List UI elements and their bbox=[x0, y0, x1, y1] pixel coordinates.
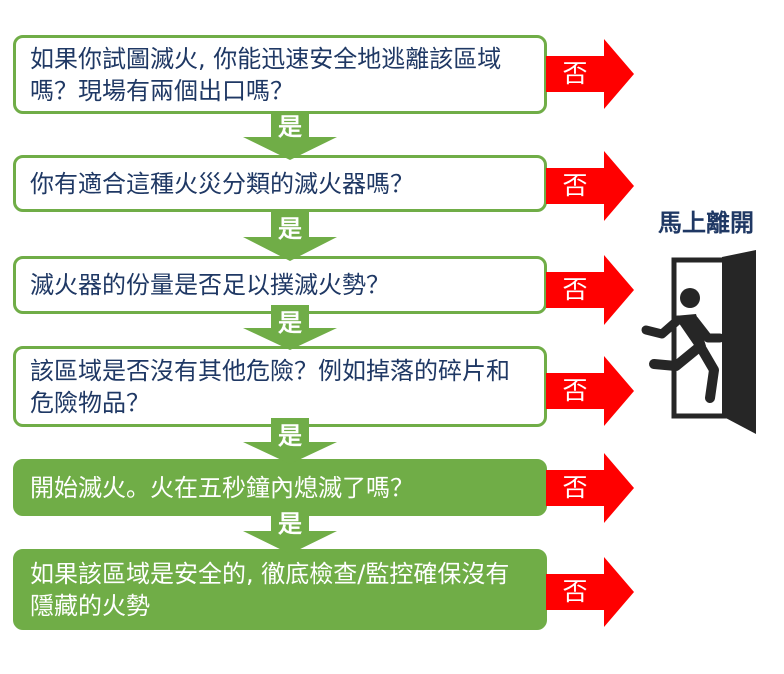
no-label-2: 否 bbox=[562, 171, 588, 200]
no-arrow-1: 否 bbox=[546, 39, 634, 109]
yes-label-3: 是 bbox=[278, 309, 302, 337]
yes-arrow-3: 是 bbox=[243, 305, 337, 350]
step-text-4: 該區域是否沒有其他危險？例如掉落的碎片和危險物品？ bbox=[30, 356, 510, 417]
yes-label-2: 是 bbox=[278, 215, 302, 243]
step-text-6: 如果該區域是安全的, 徹底檢查/監控確保沒有隱藏的火勢 bbox=[30, 559, 510, 620]
yes-label-4: 是 bbox=[278, 422, 302, 450]
step-text-1: 如果你試圖滅火, 你能迅速安全地逃離該區域嗎？現場有兩個出口嗎？ bbox=[30, 44, 502, 105]
no-label-5: 否 bbox=[562, 473, 588, 502]
no-arrow-6: 否 bbox=[546, 557, 634, 627]
yes-arrow-4: 是 bbox=[243, 418, 337, 464]
step-text-2: 你有適合這種火災分類的滅火器嗎？ bbox=[30, 169, 414, 198]
no-arrow-3: 否 bbox=[546, 255, 634, 325]
no-label-4: 否 bbox=[562, 376, 588, 405]
emergency-exit-icon bbox=[624, 248, 784, 442]
leave-now-label: 馬上離開 bbox=[658, 209, 754, 237]
no-label-1: 否 bbox=[562, 59, 588, 88]
no-label-3: 否 bbox=[562, 275, 588, 304]
step-box-6: 如果該區域是安全的, 徹底檢查/監控確保沒有隱藏的火勢 bbox=[13, 549, 547, 630]
yes-arrow-2: 是 bbox=[243, 211, 337, 261]
no-arrow-4: 否 bbox=[546, 356, 634, 426]
yes-arrow-5: 是 bbox=[243, 506, 337, 554]
step-box-1: 如果你試圖滅火, 你能迅速安全地逃離該區域嗎？現場有兩個出口嗎？ bbox=[13, 35, 547, 114]
no-arrow-2: 否 bbox=[546, 151, 634, 221]
step-box-4: 該區域是否沒有其他危險？例如掉落的碎片和危險物品？ bbox=[13, 346, 547, 427]
no-arrow-5: 否 bbox=[546, 453, 634, 523]
step-text-3: 滅火器的份量是否足以撲滅火勢？ bbox=[30, 271, 390, 299]
yes-label-5: 是 bbox=[278, 510, 302, 538]
yes-arrow-1: 是 bbox=[243, 113, 337, 160]
no-label-6: 否 bbox=[562, 577, 588, 606]
step-text-5: 開始滅火。火在五秒鐘內熄滅了嗎？ bbox=[30, 473, 414, 502]
step-box-2: 你有適合這種火災分類的滅火器嗎？ bbox=[13, 155, 547, 212]
step-box-3: 滅火器的份量是否足以撲滅火勢？ bbox=[13, 256, 547, 314]
yes-label-1: 是 bbox=[278, 113, 302, 141]
